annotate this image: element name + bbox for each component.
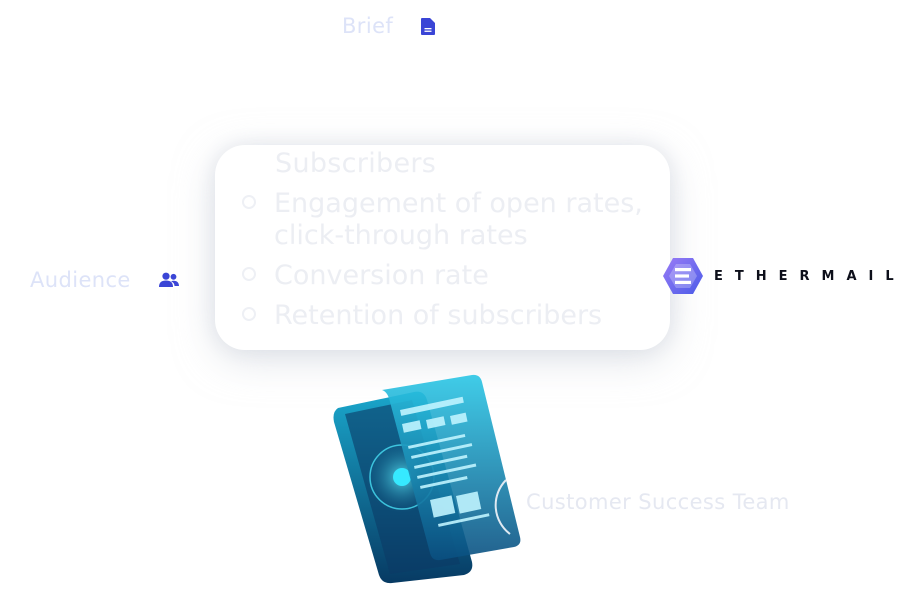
brief-label: Brief — [342, 14, 394, 38]
radio-bullet-icon — [242, 267, 256, 281]
kpi-panel-title: Subscribers — [275, 148, 437, 179]
kpi-list: Engagement of open rates, click-through … — [240, 188, 680, 340]
list-item-label: Engagement of open rates, click-through … — [274, 188, 643, 251]
list-item: Retention of subscribers — [240, 300, 680, 332]
customer-success-team-label: Customer Success Team — [526, 490, 790, 514]
document-icon — [421, 17, 436, 35]
ethermail-logo-icon — [662, 257, 704, 295]
brief-section: Brief — [342, 14, 436, 38]
users-icon — [158, 272, 179, 288]
radio-bullet-icon — [242, 195, 256, 209]
list-item: Conversion rate — [240, 260, 680, 292]
radio-bullet-icon — [242, 307, 256, 321]
logo-wordmark: ETHERMAIL — [714, 268, 905, 284]
audience-label: Audience — [30, 268, 131, 292]
list-item: Engagement of open rates, click-through … — [240, 188, 680, 252]
ethermail-logo: ETHERMAIL — [662, 257, 905, 295]
phone-document-illustration — [330, 372, 530, 587]
list-item-label: Retention of subscribers — [274, 300, 603, 331]
list-item-label: Conversion rate — [274, 260, 489, 291]
audience-section: Audience — [30, 268, 179, 292]
kpi-panel — [215, 145, 670, 350]
